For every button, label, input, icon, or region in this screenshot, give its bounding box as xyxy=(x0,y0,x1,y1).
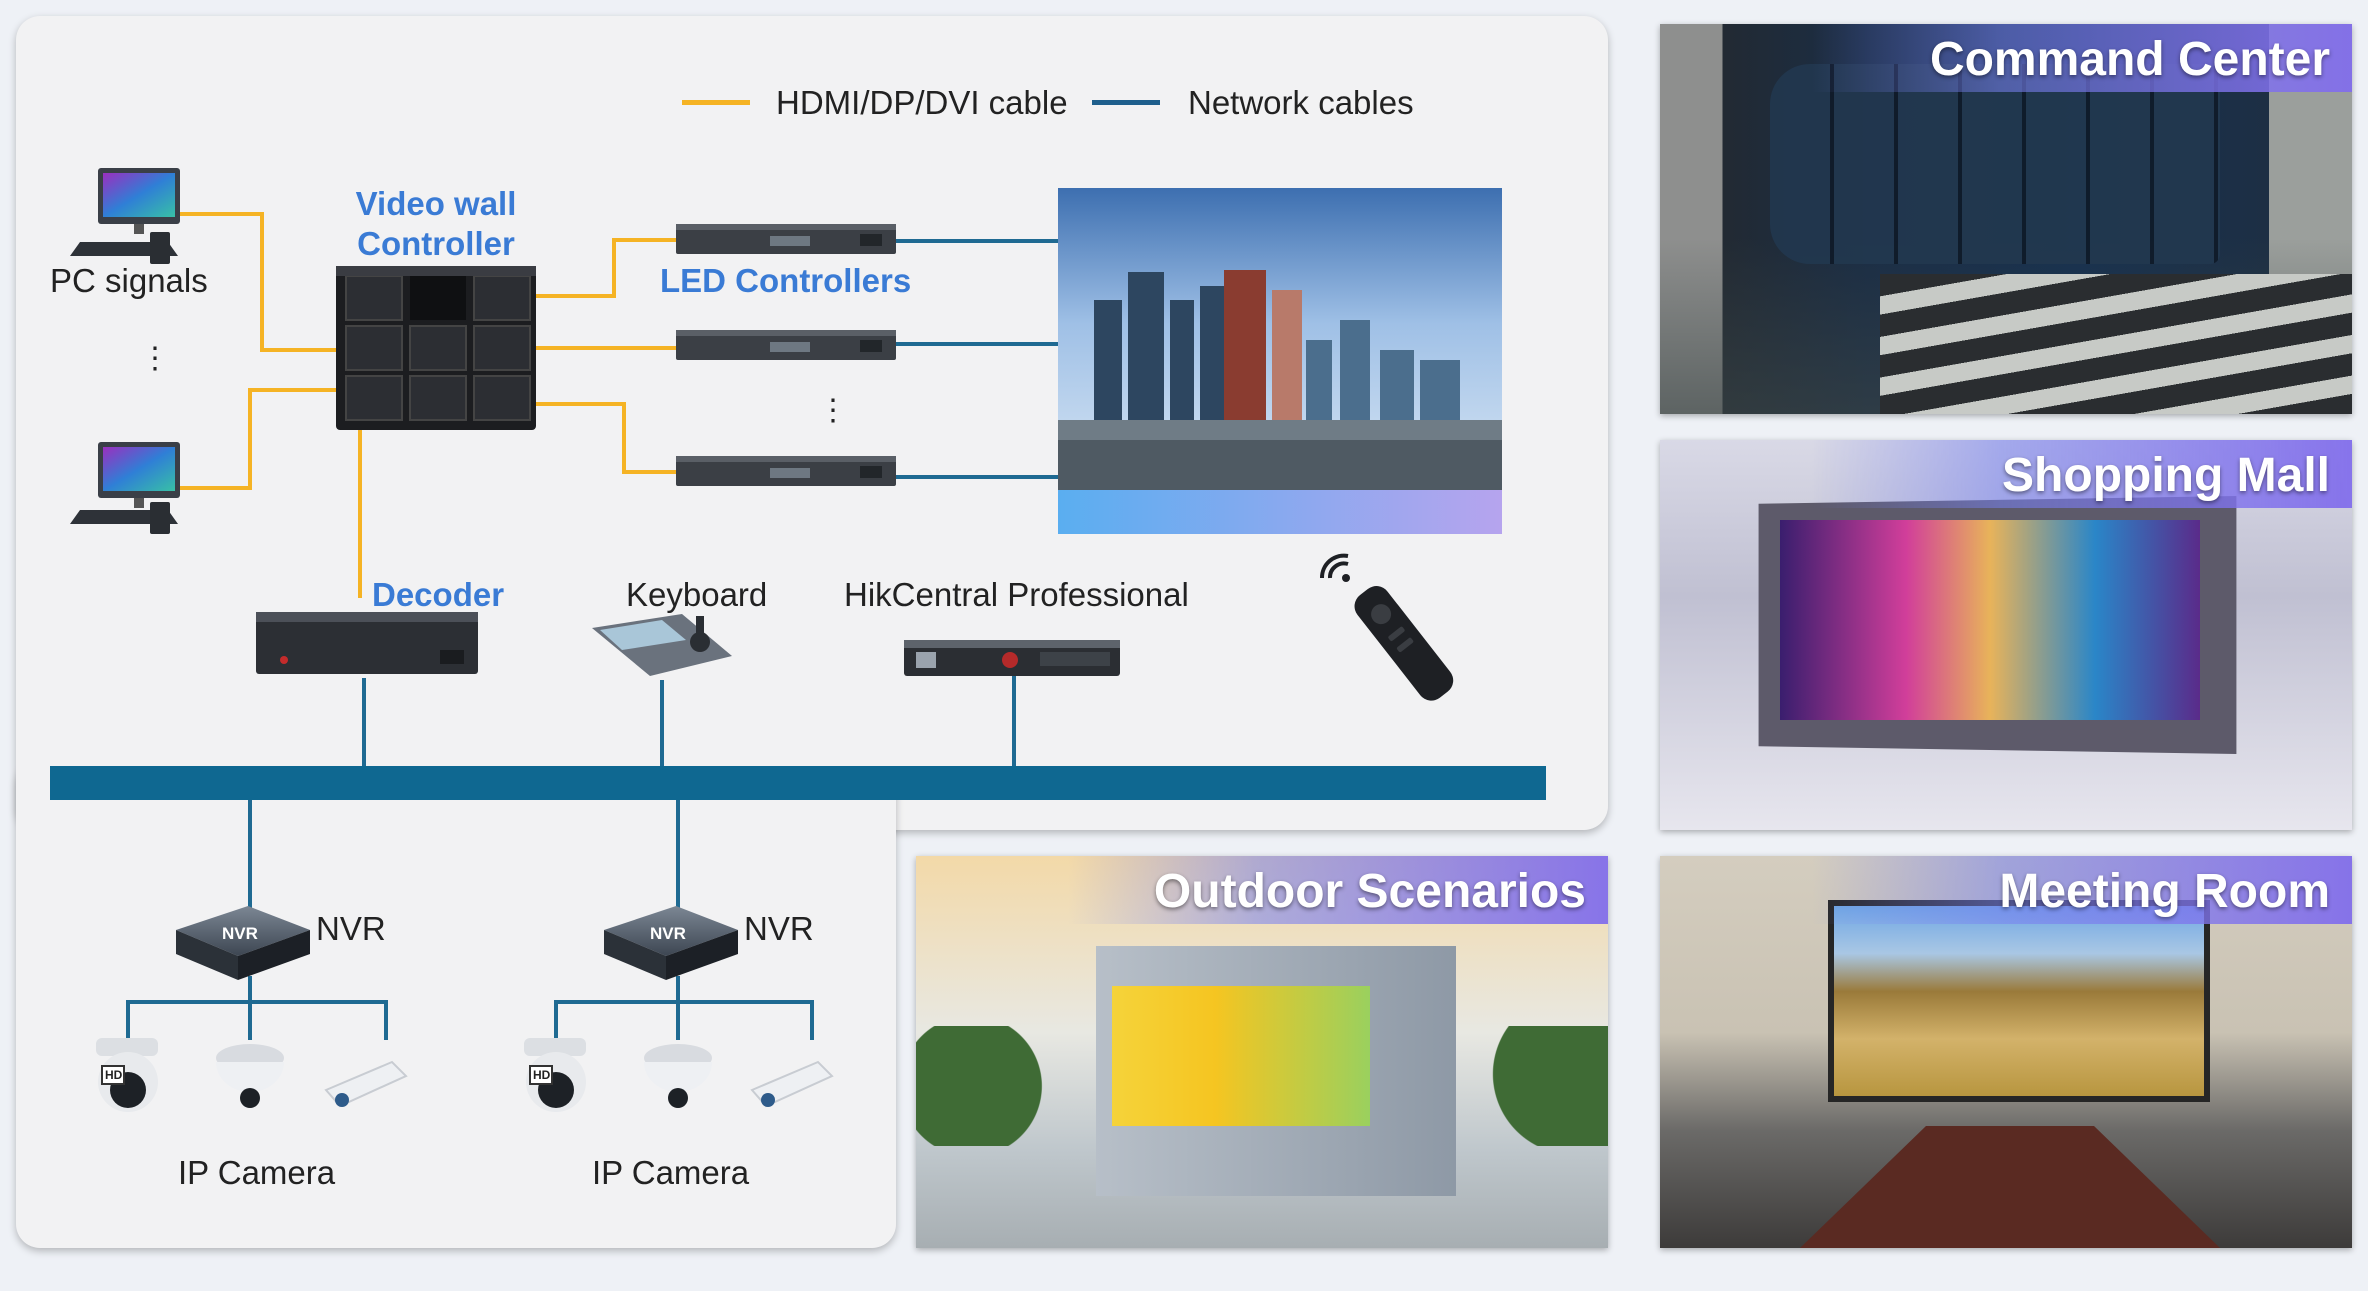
led-controller-1[interactable] xyxy=(676,224,896,254)
hdmi-cable-led3 xyxy=(536,402,676,474)
server-icon[interactable] xyxy=(904,640,1120,676)
led-display-screen[interactable] xyxy=(1058,188,1502,534)
command-center-desks xyxy=(1880,274,2352,414)
ip-camera-2-label: IP Camera xyxy=(592,1154,750,1191)
command-center-title: Command Center xyxy=(1929,33,2330,86)
nvr-2[interactable] xyxy=(604,906,738,980)
pc-workstation-1[interactable] xyxy=(70,168,180,264)
ptz-camera-2[interactable] xyxy=(524,1038,586,1112)
ellipsis-led: ⋮ xyxy=(818,394,848,427)
nvr-icon xyxy=(176,906,310,956)
keyboard-joystick-icon[interactable] xyxy=(592,614,732,676)
nvr-1[interactable] xyxy=(176,906,310,980)
hdmi-cable-pc1 xyxy=(166,212,336,352)
camera-2-hd-badge: HD xyxy=(533,1068,551,1082)
dome-camera-icon[interactable] xyxy=(216,1044,284,1108)
video-wall-controller-label: Video wall Controller xyxy=(355,185,517,262)
pc-tower-icon xyxy=(150,232,170,264)
command-center-video-wall xyxy=(1770,64,2220,264)
hdmi-cables xyxy=(166,212,676,598)
bullet-camera-icon[interactable] xyxy=(324,1060,408,1108)
decoder-label: Decoder xyxy=(372,576,505,613)
camera-1-hd-badge: HD xyxy=(105,1068,123,1082)
led-controller-3[interactable] xyxy=(676,456,896,486)
meeting-screen xyxy=(1828,900,2210,1102)
net-nvr2-bus xyxy=(554,1000,814,1040)
network-cables xyxy=(126,239,1058,1040)
hikcentral-label: HikCentral Professional xyxy=(844,576,1189,613)
bullet-camera-icon[interactable] xyxy=(750,1060,834,1108)
pc-signals-label: PC signals xyxy=(50,262,208,299)
dome-camera-icon[interactable] xyxy=(644,1044,712,1108)
scenario-meeting-room[interactable]: Meeting Room xyxy=(1660,856,2352,1248)
scenario-command-center[interactable]: Command Center xyxy=(1660,24,2352,414)
scenario-shopping-mall[interactable]: Shopping Mall xyxy=(1660,440,2352,830)
hdmi-cable-led1 xyxy=(536,238,676,298)
remote-control-icon[interactable] xyxy=(1319,553,1459,707)
nvr-2-label: NVR xyxy=(744,910,814,947)
nvr-1-label: NVR xyxy=(316,910,386,947)
signal-icon xyxy=(1328,561,1349,579)
nvr-1-badge: NVR xyxy=(222,924,258,943)
net-nvr1-bus xyxy=(126,1000,388,1040)
scenario-outdoor[interactable]: Outdoor Scenarios xyxy=(916,856,1608,1248)
keyboard-label: Keyboard xyxy=(626,576,768,613)
meeting-room-title: Meeting Room xyxy=(1999,865,2330,918)
outdoor-trees xyxy=(916,1026,1608,1146)
ellipsis-pc: ⋮ xyxy=(140,342,170,375)
controller-chassis-icon[interactable] xyxy=(336,266,536,430)
ip-camera-1-label: IP Camera xyxy=(178,1154,336,1191)
legend-network-swatch xyxy=(1092,100,1160,105)
decoder-icon[interactable] xyxy=(256,612,478,674)
mall-screen-content xyxy=(1780,520,2200,720)
nvr-icon xyxy=(604,906,738,956)
pc-tower-icon xyxy=(150,502,170,534)
ptz-camera-1[interactable] xyxy=(96,1038,158,1112)
legend-hdmi-swatch xyxy=(682,100,750,105)
shopping-mall-title: Shopping Mall xyxy=(2002,449,2330,502)
led-controller-2[interactable] xyxy=(676,330,896,360)
led-controllers-label: LED Controllers xyxy=(660,262,912,299)
legend-hdmi-label: HDMI/DP/DVI cable xyxy=(776,84,1068,121)
nvr-2-badge: NVR xyxy=(650,924,686,943)
outdoor-scenarios-title: Outdoor Scenarios xyxy=(1153,865,1586,918)
meeting-table xyxy=(1800,1126,2220,1248)
pc-workstation-2[interactable] xyxy=(70,442,180,534)
network-backbone xyxy=(50,766,1546,800)
legend-network-label: Network cables xyxy=(1188,84,1414,121)
hdmi-cable-pc2 xyxy=(166,388,336,490)
